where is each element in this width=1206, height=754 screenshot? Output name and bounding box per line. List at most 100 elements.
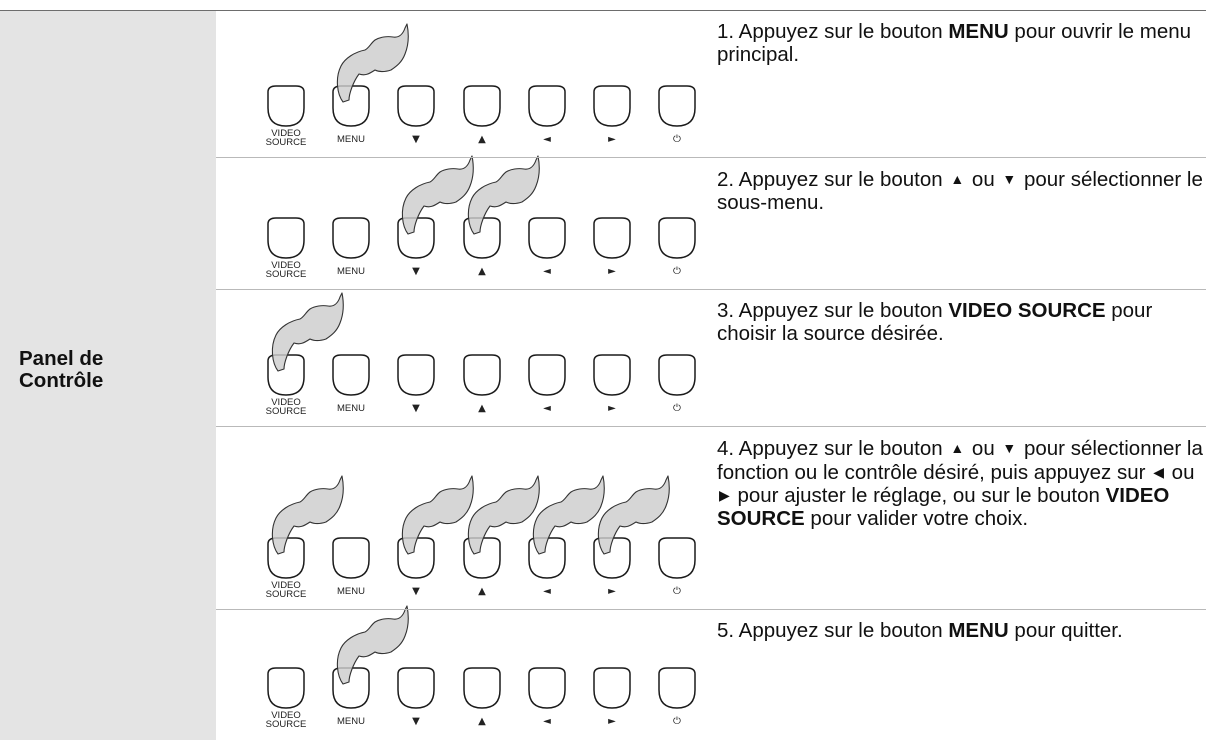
instruction-text: pour quitter. bbox=[1008, 619, 1123, 642]
panel-button-left: ◄ bbox=[528, 667, 566, 727]
panel-button-glyph: ► bbox=[608, 134, 616, 145]
pointing-hand-icon bbox=[532, 475, 605, 555]
panel-button-glyph: ◄ bbox=[543, 134, 551, 145]
panel-button-down: ▼ bbox=[397, 217, 435, 277]
arrow-glyph: ▼ bbox=[1002, 440, 1017, 456]
instruction-text: pour ouvrir le menu principal. bbox=[717, 20, 1192, 66]
panel-button-glyph: ▼ bbox=[412, 266, 420, 277]
panel-button-label: VIDEO bbox=[271, 260, 301, 271]
pointing-hand-icon bbox=[597, 475, 670, 555]
panel-button-glyph: ► bbox=[608, 716, 616, 727]
top-rule bbox=[0, 10, 1206, 11]
panel-button-glyph: ▼ bbox=[412, 134, 420, 145]
panel-button-label: VIDEO bbox=[271, 128, 301, 139]
panel-button-glyph: ▲ bbox=[478, 586, 486, 597]
panel-button-down: ▼ bbox=[397, 354, 435, 414]
pointing-hand-icon bbox=[401, 475, 474, 555]
instruction-text: ou bbox=[1165, 460, 1195, 484]
step-instruction: 2. Appuyez sur le bouton ▲ ou ▼ pour sél… bbox=[717, 168, 1206, 214]
row-divider bbox=[216, 289, 1206, 290]
panel-button-glyph: ◄ bbox=[543, 586, 551, 597]
button-name: MENU bbox=[948, 20, 1009, 43]
panel-button-glyph: ◄ bbox=[543, 716, 551, 727]
panel-button-down: ▼ bbox=[397, 85, 435, 145]
row-divider bbox=[216, 609, 1206, 610]
arrow-glyph: ▲ bbox=[950, 440, 965, 456]
panel-button-up: ▲ bbox=[463, 667, 501, 727]
instruction-text: 1. Appuyez sur le bouton bbox=[717, 20, 949, 43]
panel-button-label: SOURCE bbox=[266, 269, 307, 280]
panel-button-glyph: ▲ bbox=[478, 403, 486, 414]
panel-button-up: ▲ bbox=[463, 217, 501, 277]
pointing-hand-icon bbox=[336, 23, 409, 103]
pointing-hand-icon bbox=[401, 155, 474, 235]
arrow-glyph: ▼ bbox=[1002, 171, 1017, 187]
panel-button-up: ▲ bbox=[463, 85, 501, 145]
panel-button-down: ▼ bbox=[397, 667, 435, 727]
panel-button-down: ▼ bbox=[397, 537, 435, 597]
instruction-text: pour sélectionner la fonction ou le cont… bbox=[717, 437, 1203, 484]
panel-button-right: ► bbox=[593, 537, 631, 597]
panel-button-label: MENU bbox=[337, 134, 365, 145]
step-instruction: 4. Appuyez sur le bouton ▲ ou ▼ pour sél… bbox=[717, 437, 1206, 530]
button-name: MENU bbox=[948, 619, 1009, 642]
panel-button-left: ◄ bbox=[528, 217, 566, 277]
panel-button-glyph: ► bbox=[608, 266, 616, 277]
step-instruction: 3. Appuyez sur le bouton VIDEO SOURCE po… bbox=[717, 299, 1206, 345]
panel-button-glyph: ▼ bbox=[412, 403, 420, 414]
panel-button-glyph: ► bbox=[608, 586, 616, 597]
sidebar bbox=[0, 11, 216, 740]
instruction-text: 2. Appuyez sur le bouton bbox=[717, 168, 949, 191]
panel-button-label: SOURCE bbox=[266, 406, 307, 417]
panel-button-glyph: ▼ bbox=[412, 586, 420, 597]
panel-button-glyph: ⏻ bbox=[673, 134, 681, 145]
panel-button-label: MENU bbox=[337, 716, 365, 727]
step-instruction: 5. Appuyez sur le bouton MENU pour quitt… bbox=[717, 619, 1206, 643]
panel-button-label: VIDEO bbox=[271, 580, 301, 591]
panel-button-glyph: ► bbox=[608, 403, 616, 414]
pointing-hand-icon bbox=[467, 155, 540, 235]
panel-button-glyph: ▲ bbox=[478, 716, 486, 727]
panel-button-glyph: ⏻ bbox=[673, 266, 681, 277]
panel-button-glyph: ▼ bbox=[412, 716, 420, 727]
instruction-text: 4. Appuyez sur le bouton bbox=[717, 437, 949, 460]
panel-button-right: ► bbox=[593, 354, 631, 414]
row-divider bbox=[216, 426, 1206, 427]
panel-button-glyph: ⏻ bbox=[673, 716, 681, 727]
instruction-text: pour sélectionner le sous-menu. bbox=[717, 168, 1203, 214]
panel-button-label: SOURCE bbox=[266, 137, 307, 148]
instruction-text: pour choisir la source désirée. bbox=[717, 299, 1153, 345]
panel-button-power: ⏻ bbox=[658, 667, 696, 727]
instruction-text: pour valider votre choix. bbox=[804, 506, 1029, 530]
instruction-text: ou bbox=[966, 168, 1001, 191]
panel-button-label: MENU bbox=[337, 266, 365, 277]
step-instruction: 1. Appuyez sur le bouton MENU pour ouvri… bbox=[717, 20, 1206, 66]
panel-button-label: MENU bbox=[337, 586, 365, 597]
panel-button-up: ▲ bbox=[463, 537, 501, 597]
panel-button-right: ► bbox=[593, 85, 631, 145]
panel-button-menu: MENU bbox=[332, 537, 370, 597]
arrow-glyph: ▲ bbox=[950, 171, 965, 187]
panel-button-menu: MENU bbox=[332, 667, 370, 727]
button-name: VIDEO SOURCE bbox=[717, 484, 1170, 530]
panel-button-power: ⏻ bbox=[658, 217, 696, 277]
arrow-glyph: ◀ bbox=[1153, 463, 1164, 480]
panel-button-glyph: ⏻ bbox=[673, 586, 681, 597]
instruction-text: 5. Appuyez sur le bouton bbox=[717, 619, 949, 642]
instruction-text: pour ajuster le réglage, ou sur le bouto… bbox=[731, 484, 1106, 507]
